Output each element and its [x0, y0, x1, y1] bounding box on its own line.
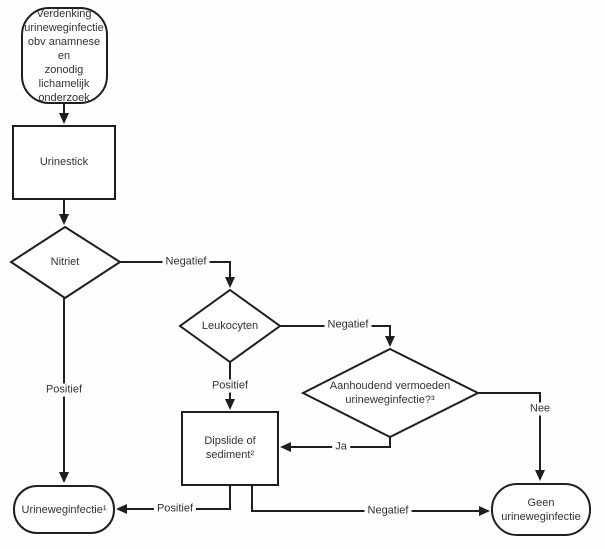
edge-label-nitriet-positief: Positief [42, 383, 86, 397]
urineweginfectie-node-label: Urineweginfectie¹ [21, 504, 107, 516]
urinestick-node-label: Urinestick [39, 156, 89, 168]
dipslide-process-shape [181, 411, 279, 486]
urinestick-process-shape [12, 125, 116, 200]
geen-urineweginfectie-terminator-shape [491, 483, 591, 536]
edge-leukocyten-negatief [280, 325, 395, 347]
geen-urineweginfectie-node-label: Geen urineweginfectie [501, 497, 581, 523]
edge-label-leukocyten-negatief: Negatief [324, 318, 372, 332]
edge-aanhoudend-nee [478, 392, 545, 481]
edge-label-nitriet-negatief: Negatief [162, 255, 210, 269]
edge-label-dipslide-negatief: Negatief [364, 504, 412, 518]
urineweginfectie-terminator-shape [13, 485, 115, 534]
edge-nitriet-negatief [120, 261, 235, 288]
dipslide-node-label: Dipslide of sediment² [204, 435, 256, 461]
nitriet-decision-shape [9, 225, 122, 300]
aanhoudend-decision-shape [300, 347, 481, 439]
nitriet-node-label: Nitriet [50, 256, 80, 268]
edge-label-aanhoudend-nee: Nee [526, 402, 554, 416]
start-terminator-shape [21, 7, 108, 104]
edge-label-leukocyten-positief: Positief [208, 379, 252, 393]
start-node-label: Verdenking urineweginfectie obv anamnese… [24, 8, 104, 104]
leukocyten-decision-shape [178, 288, 282, 364]
edge-label-dipslide-positief: Positief [153, 502, 197, 516]
edge-label-aanhoudend-ja: Ja [332, 440, 350, 454]
edge-aanhoudend-ja [280, 437, 391, 452]
aanhoudend-node-label: Aanhoudend vermoeden urineweginfectie?³ [329, 380, 451, 406]
leukocyten-node-label: Leukocyten [201, 320, 259, 332]
